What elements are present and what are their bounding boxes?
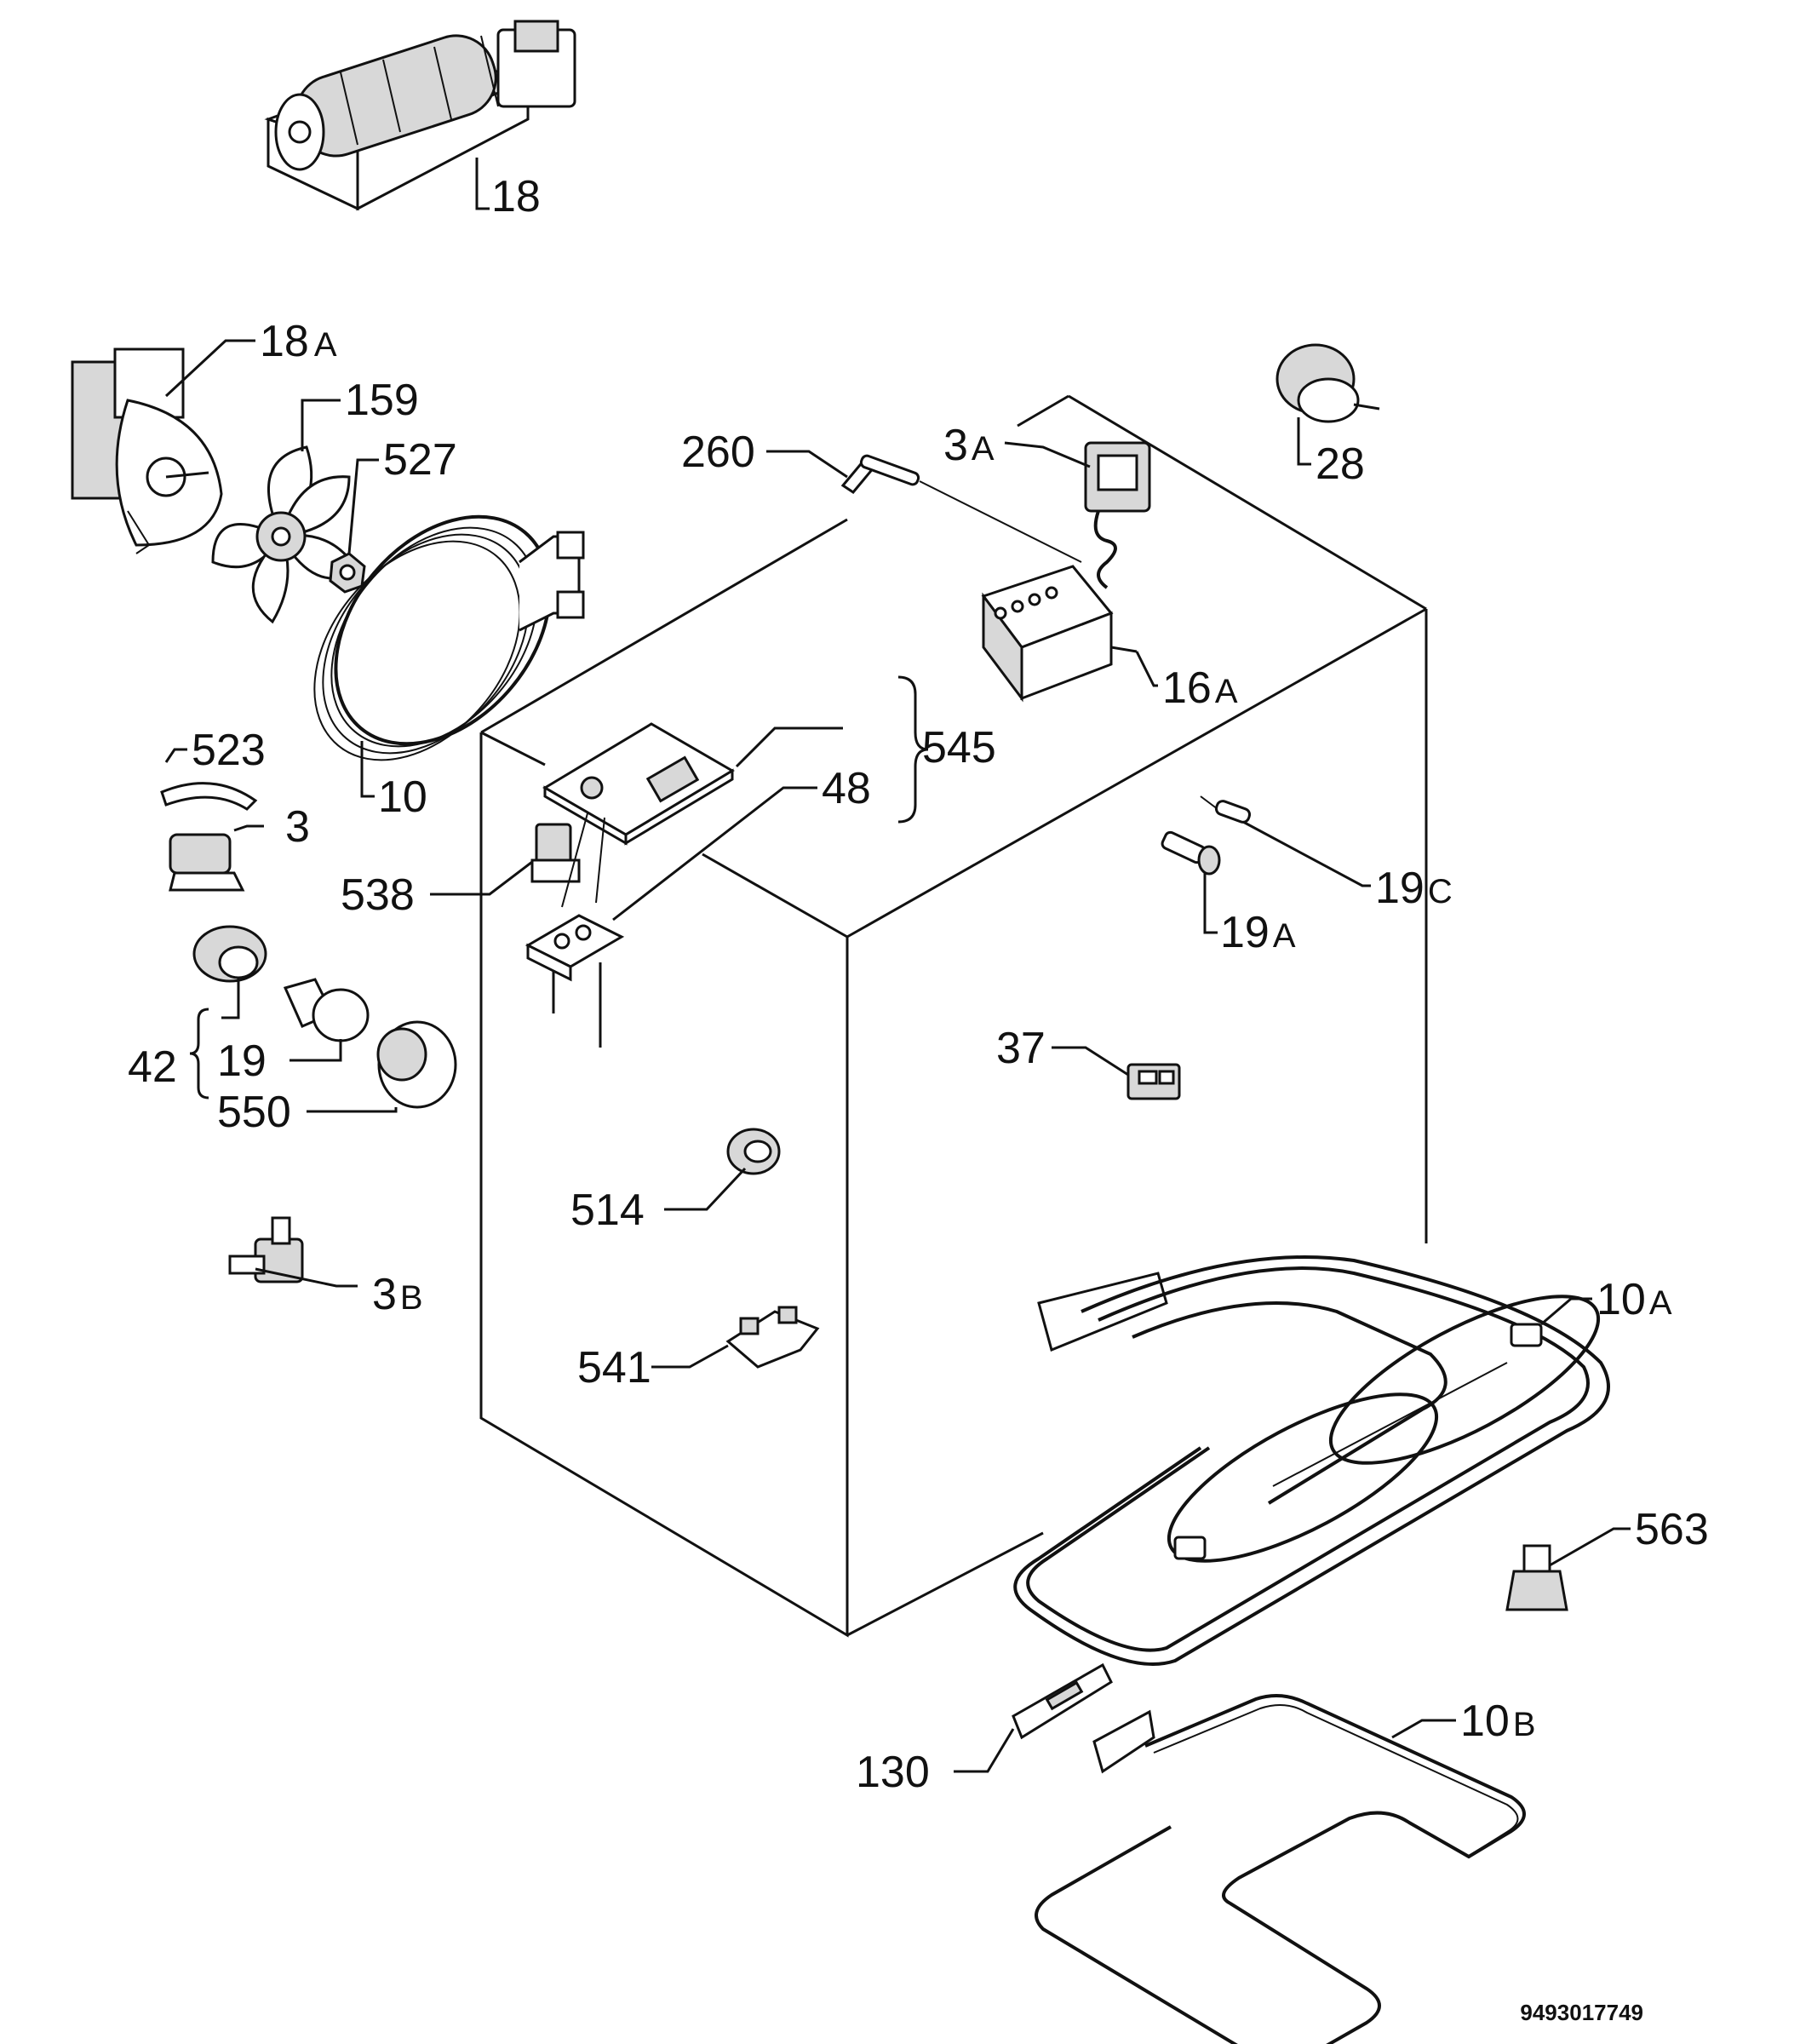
label-538: 538 — [341, 870, 415, 920]
leader-lines — [164, 192, 1631, 1773]
label-48: 48 — [822, 764, 871, 813]
fan-motor-part — [71, 347, 223, 554]
drawing-code: 9493017749 — [1520, 2000, 1643, 2025]
label-563: 563 — [1635, 1505, 1709, 1554]
label-260: 260 — [681, 428, 755, 477]
knob-part — [1275, 343, 1380, 423]
clip-part — [160, 782, 258, 811]
foot-part — [1505, 1544, 1568, 1611]
brace-42 — [189, 1008, 209, 1100]
nut-part — [329, 552, 366, 594]
label-130: 130 — [856, 1748, 930, 1797]
selector-switch-part — [981, 565, 1138, 703]
brace-545 — [897, 675, 929, 824]
bushing-part — [726, 1128, 781, 1175]
label-37: 37 — [996, 1024, 1046, 1073]
fan-blade-part — [211, 445, 360, 624]
circular-heater-part — [313, 514, 585, 761]
label-523: 523 — [192, 726, 266, 775]
terminal-block-part — [525, 914, 625, 1048]
grill-element-part — [1013, 1255, 1610, 1666]
sensor-probe-part — [840, 454, 1082, 563]
label-10: 10 — [378, 772, 427, 822]
door-switch-part — [530, 823, 581, 883]
thermostat-part — [169, 833, 245, 892]
label-19: 19 — [217, 1036, 267, 1086]
label-42: 42 — [128, 1042, 177, 1092]
label-527: 527 — [383, 435, 457, 485]
oven-cabinet-outline — [479, 394, 1428, 1638]
lamp-assembly-part — [192, 925, 457, 1109]
connector-part — [1126, 1063, 1181, 1100]
label-550: 550 — [217, 1088, 291, 1137]
circuit-board-part — [542, 722, 735, 908]
label-18: 18 — [491, 172, 541, 221]
label-28: 28 — [1316, 439, 1365, 489]
label-541: 541 — [577, 1343, 651, 1392]
tangential-fan-part — [264, 20, 576, 211]
fuse-part — [1200, 795, 1252, 824]
thermostat-a-part — [1084, 441, 1151, 589]
hinge-part — [725, 1306, 820, 1369]
label-514: 514 — [570, 1186, 645, 1235]
indicator-lamp-part — [1161, 830, 1221, 876]
gasket-part — [1012, 1662, 1113, 1740]
bottom-element-part — [1035, 1694, 1526, 2044]
label-3: 3 — [285, 802, 310, 852]
label-545: 545 — [922, 723, 996, 772]
label-159: 159 — [345, 376, 419, 425]
